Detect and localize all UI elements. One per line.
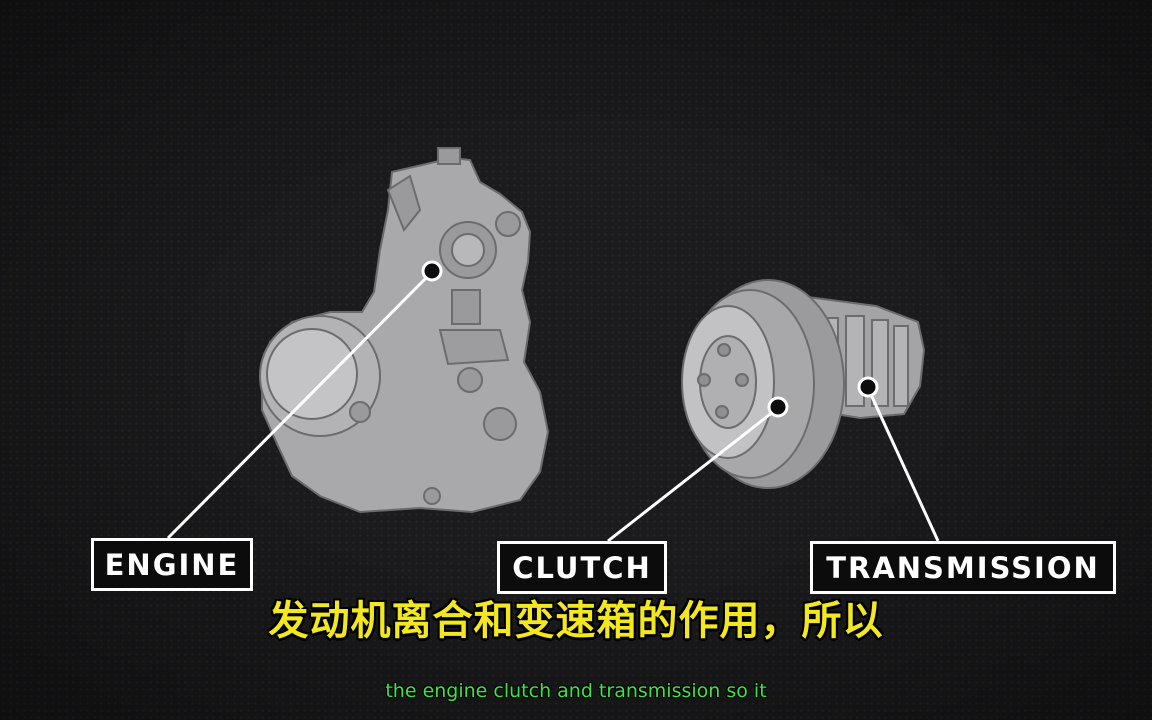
clutch-illustration [681, 279, 845, 489]
engine-illustration [259, 147, 550, 514]
callout-lines [166, 270, 940, 543]
clutch-label: CLUTCH [497, 541, 667, 594]
transmission-label: TRANSMISSION [810, 541, 1116, 594]
transmission-callout-dot [857, 376, 879, 398]
subtitle-english: the engine clutch and transmission so it [385, 680, 767, 702]
subtitle-chinese: 发动机离合和变速箱的作用，所以 [268, 598, 884, 644]
engine-label: ENGINE [91, 538, 253, 591]
clutch-callout-dot [767, 396, 789, 418]
engine-callout-dot [421, 260, 443, 282]
